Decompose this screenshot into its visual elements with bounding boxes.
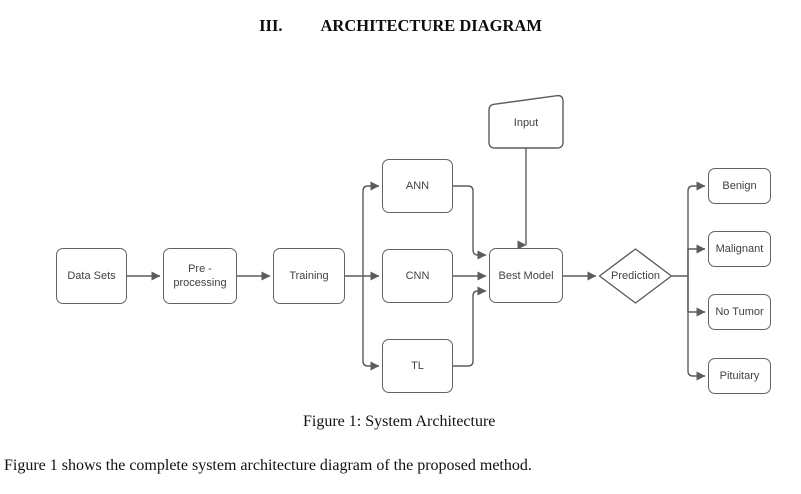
node-prediction-label: Prediction	[611, 270, 660, 282]
node-tl: TL	[382, 339, 453, 393]
connector-ann-bestmodel	[453, 185, 487, 260]
connector-prediction-malignant	[687, 244, 706, 276]
connector-tl-bestmodel	[453, 286, 487, 367]
section-title: ARCHITECTURE DIAGRAM	[320, 16, 542, 35]
node-best-model: Best Model	[489, 248, 563, 303]
section-heading: III. ARCHITECTURE DIAGRAM	[0, 16, 801, 36]
node-cnn: CNN	[382, 249, 453, 303]
prediction-shape	[598, 248, 673, 304]
connector-training-ann	[362, 181, 380, 276]
node-input-label: Input	[513, 117, 539, 129]
node-no-tumor: No Tumor	[708, 294, 771, 330]
node-preprocessing: Pre - processing	[163, 248, 237, 304]
node-pituitary: Pituitary	[708, 358, 771, 394]
connector-prediction-benign	[672, 181, 706, 277]
connector-training-tl	[362, 276, 380, 371]
node-training: Training	[273, 248, 345, 304]
connector-prediction-notumor	[687, 276, 706, 317]
node-benign: Benign	[708, 168, 771, 204]
body-paragraph: Figure 1 shows the complete system archi…	[4, 457, 532, 474]
connector-prediction-pituitary	[687, 276, 706, 381]
node-data-sets: Data Sets	[56, 248, 127, 304]
node-malignant: Malignant	[708, 231, 771, 267]
input-shape	[488, 94, 564, 149]
node-ann: ANN	[382, 159, 453, 213]
figure-caption: Figure 1: System Architecture	[303, 413, 496, 430]
section-number: III.	[259, 16, 283, 35]
